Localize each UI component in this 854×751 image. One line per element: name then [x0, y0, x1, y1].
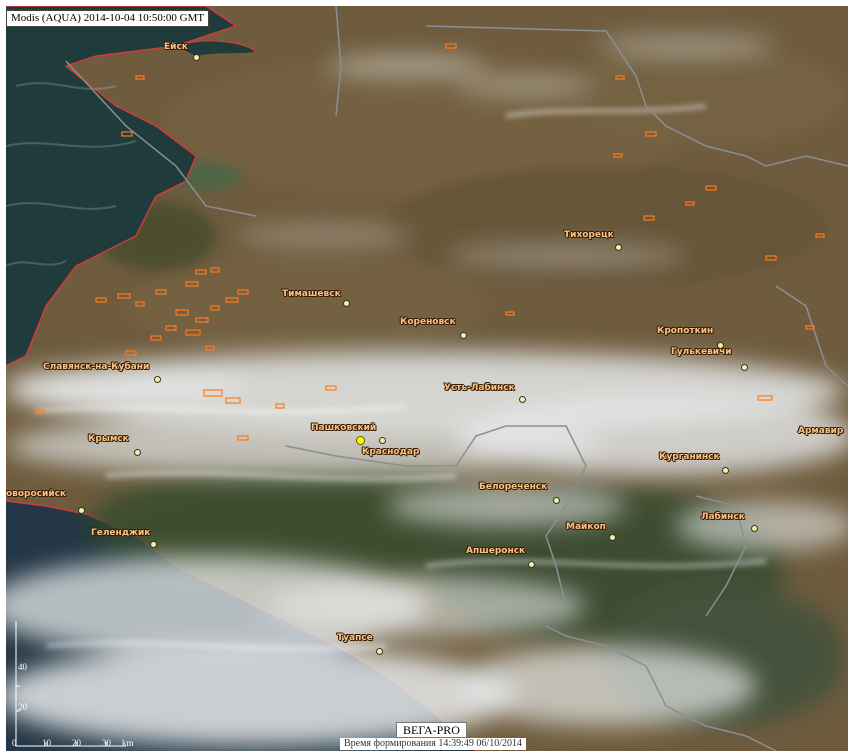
city-label: Геленджик — [91, 528, 151, 538]
scale-x-label: km — [122, 738, 134, 748]
image-title: Modis (AQUA) 2014-10-04 10:50:00 GMT — [6, 10, 210, 27]
city-label: Усть-Лабинск — [444, 383, 515, 393]
generated-timestamp: Время формирования 14:39:49 06/10/2014 — [340, 738, 526, 750]
scale-x-label: 20 — [72, 738, 81, 748]
city-label: Ейск — [164, 42, 188, 52]
scale-y-label: 40 — [18, 662, 27, 672]
scale-x-label: 30 — [102, 738, 111, 748]
city-marker — [615, 244, 622, 251]
map-layer — [6, 6, 848, 751]
city-marker — [460, 332, 467, 339]
city-marker — [379, 437, 386, 444]
fire-hotspots — [35, 43, 825, 441]
city-marker — [553, 497, 560, 504]
city-label: Майкоп — [566, 522, 606, 532]
city-label: Гулькевичи — [671, 347, 732, 357]
city-marker — [150, 541, 157, 548]
city-label: Апшеронск — [466, 546, 526, 556]
azov-sea — [6, 6, 236, 366]
cloud-streaks — [35, 104, 767, 651]
city-label: Армавир — [798, 426, 844, 436]
city-marker — [751, 525, 758, 532]
cloud-cover — [6, 36, 848, 746]
city-marker — [376, 648, 383, 655]
city-marker — [193, 54, 200, 61]
city-label: Тимашевск — [282, 289, 341, 299]
city-label: Краснодар — [362, 447, 420, 457]
city-marker — [528, 561, 535, 568]
city-label: оворосийск — [6, 489, 67, 499]
brand-label: ВЕГА-PRO — [396, 722, 467, 738]
city-marker — [78, 507, 85, 514]
scale-x-label: 0 — [12, 738, 17, 748]
city-marker — [154, 376, 161, 383]
satellite-map[interactable]: Ейск Тихорецк Тимашевск Кореновск Кропот… — [6, 6, 848, 751]
city-label: Курганинск — [659, 452, 720, 462]
city-marker — [519, 396, 526, 403]
city-marker — [343, 300, 350, 307]
city-marker — [134, 449, 141, 456]
scale-y-label: 20 — [18, 702, 27, 712]
city-label: Славянск-на-Кубани — [43, 362, 150, 372]
city-label: Белореченск — [479, 482, 548, 492]
scale-x-label: 10 — [42, 738, 51, 748]
city-label: Тихорецк — [564, 230, 614, 240]
sea-streaks — [6, 82, 137, 267]
scale-bar — [15, 621, 126, 747]
city-marker-main — [356, 436, 365, 445]
city-marker — [722, 467, 729, 474]
city-marker — [609, 534, 616, 541]
city-label: Пашковский — [311, 423, 377, 433]
city-label: Крымск — [88, 434, 129, 444]
admin-borders — [65, 6, 848, 751]
city-label: Кропоткин — [657, 326, 714, 336]
city-label: Кореновск — [400, 317, 456, 327]
azov-coastline — [6, 6, 238, 367]
city-marker — [741, 364, 748, 371]
city-marker — [717, 342, 724, 349]
city-label: Туапсе — [337, 633, 373, 643]
city-label: Лабинск — [701, 512, 745, 522]
